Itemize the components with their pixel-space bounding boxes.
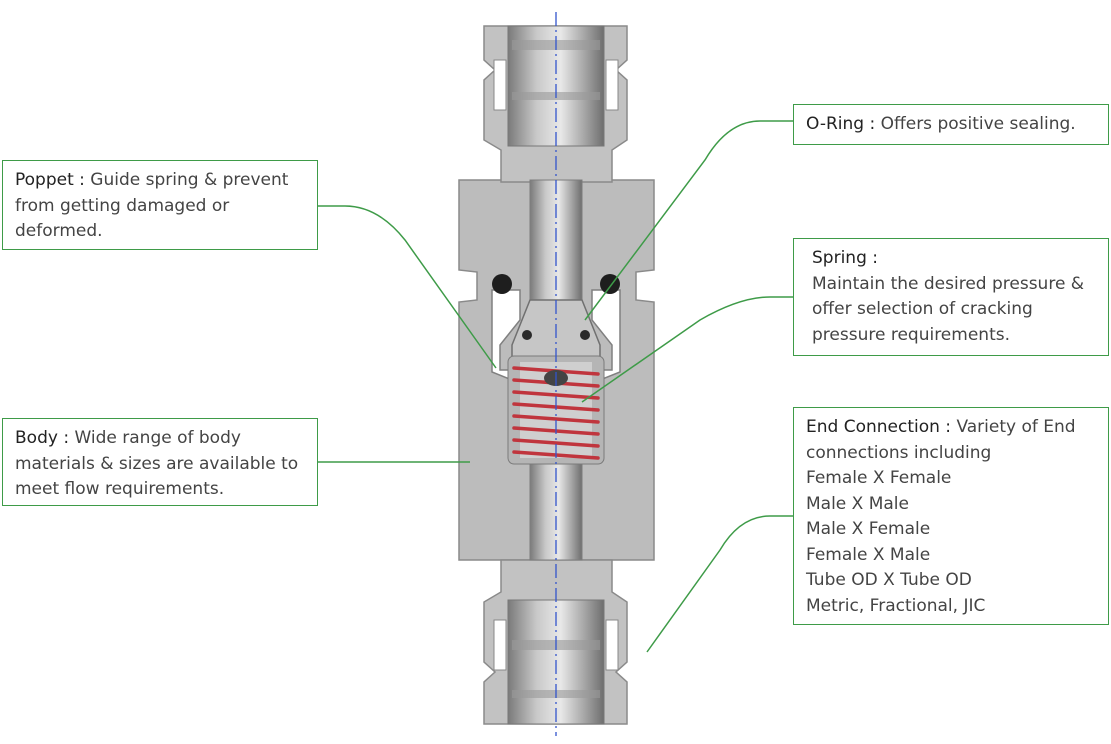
body-description: Wide range of body materials & sizes are… <box>15 428 299 499</box>
end-connection-leader <box>646 515 793 653</box>
poppet-callout: Poppet : Guide spring & prevent from get… <box>2 160 318 250</box>
poppet-title: Poppet : <box>15 170 85 190</box>
end-connection-description: Variety of End connections including <box>806 417 1076 463</box>
end-connection-option: Metric, Fractional, JIC <box>806 595 986 616</box>
oring-callout: O-Ring : Offers positive sealing. <box>793 104 1109 145</box>
end-connection-title: End Connection : <box>806 417 952 437</box>
spring-leader <box>581 296 793 403</box>
end-connection-option: Male X Male <box>806 493 909 514</box>
body-callout: Body : Wide range of body materials & si… <box>2 418 318 506</box>
end-connection-option: Female X Female <box>806 468 952 488</box>
end-connection-option: Female X Male <box>806 544 931 565</box>
oring-leader <box>584 120 793 321</box>
end-connection-option: Male X Female <box>806 519 931 539</box>
poppet-description: Guide spring & prevent from getting dama… <box>15 170 289 241</box>
spring-description: Maintain the desired pressure & offer se… <box>812 273 1085 345</box>
spring-callout: Spring : Maintain the desired pressure &… <box>793 238 1109 356</box>
oring-description: Offers positive sealing. <box>880 114 1076 134</box>
end-connection-callout: End Connection : Variety of End connecti… <box>793 407 1109 625</box>
end-connection-option: Tube OD X Tube OD <box>806 570 972 590</box>
oring-title: O-Ring : <box>806 114 876 134</box>
body-title: Body : <box>15 428 70 448</box>
poppet-leader <box>318 205 497 369</box>
spring-title: Spring : <box>812 248 878 268</box>
